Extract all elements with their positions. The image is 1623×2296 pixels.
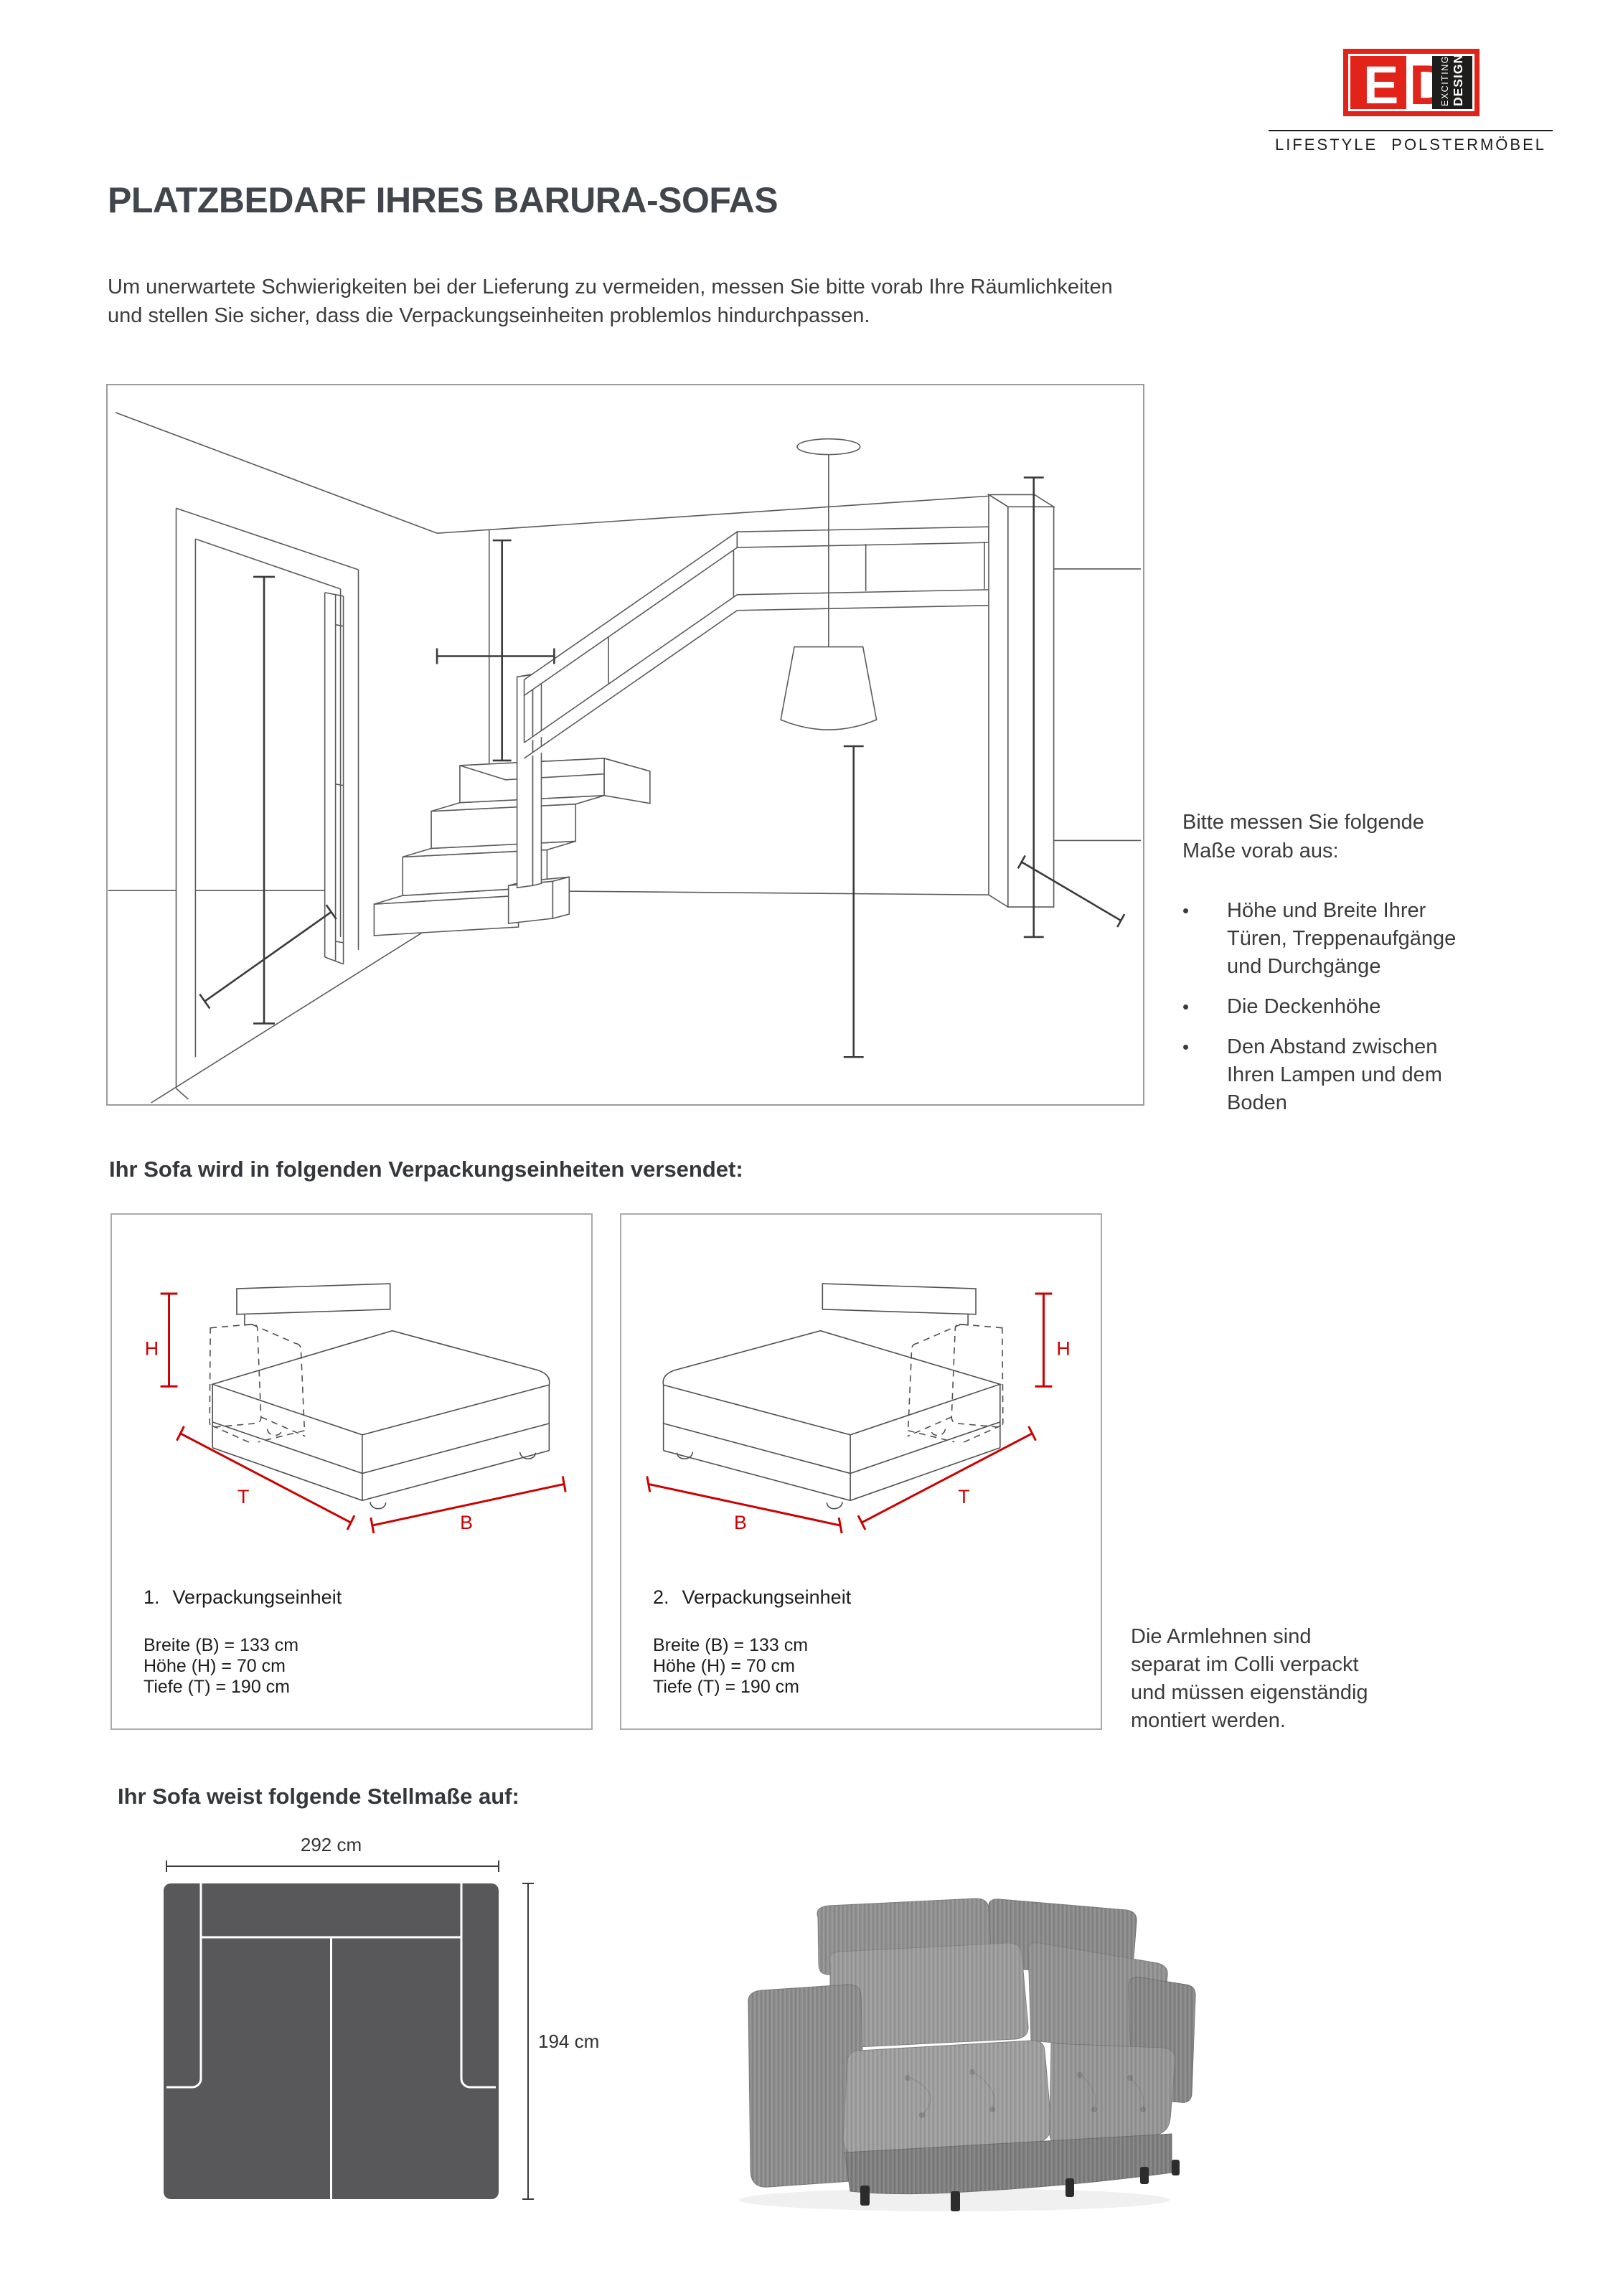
intro-line-2: und stellen Sie sicher, dass die Verpack…	[108, 304, 870, 327]
sofa-feet	[860, 2160, 1180, 2211]
measurement-arrows	[199, 476, 1126, 1058]
footprint-width-label: 292 cm	[300, 1834, 362, 1855]
sofa-element-line-art	[210, 1283, 550, 1510]
logo-sub-exciting: EXCITING	[1440, 55, 1450, 106]
footprint-seams	[166, 1883, 496, 2199]
dim-letter-h: H	[145, 1337, 159, 1359]
dim-letter-b: B	[734, 1512, 747, 1533]
width-measure-line	[166, 1860, 499, 1872]
logo-letter-e: E	[1363, 55, 1398, 115]
unit-dimensions: Breite (B) = 133 cm Höhe (H) = 70 cm Tie…	[144, 1635, 299, 1697]
pendant-lamp	[780, 438, 878, 730]
packaging-unit-2-box: H T B 2. Verpackungseinheit Breite (B) =…	[620, 1213, 1102, 1730]
logo-divider	[1269, 130, 1553, 131]
depth-measure-line	[522, 1883, 534, 2200]
dim-letter-b: B	[460, 1512, 473, 1533]
unit-dimensions: Breite (B) = 133 cm Höhe (H) = 70 cm Tie…	[653, 1635, 809, 1697]
measure-note-bullets: • Höhe und Breite Ihrer Türen, Treppenau…	[1182, 897, 1469, 1129]
bullet-icon: •	[1182, 1036, 1190, 1058]
staircase	[373, 757, 651, 936]
stair-railing	[516, 526, 989, 889]
sofa-product-image	[739, 1898, 1196, 2211]
logo-tagline: LIFESTYLE POLSTERMÖBEL	[1275, 136, 1546, 154]
packaging-unit-1-drawing: H T B	[145, 1283, 567, 1534]
footprint-heading: Ihr Sofa weist folgende Stellmaße auf:	[118, 1784, 519, 1809]
dimension-arrows-red	[160, 1292, 567, 1534]
right-wall-panel	[987, 493, 1142, 908]
page-title: PLATZBEDARF IHRES BARURA-SOFAS	[108, 180, 778, 220]
sofa-element-line-art	[662, 1283, 1002, 1510]
armrest-dashed	[209, 1323, 306, 1445]
unit-label: 1. Verpackungseinheit	[144, 1586, 342, 1608]
bullet-icon: •	[1182, 900, 1190, 921]
dim-letter-t: T	[237, 1486, 249, 1507]
packaging-unit-1-box: H T B 1. Verpackungseinheit Breite (B) =…	[110, 1213, 593, 1730]
room-measurement-figure	[106, 384, 1144, 1106]
bullet-item: • Die Deckenhöhe	[1182, 993, 1469, 1021]
unit-label: 2. Verpackungseinheit	[653, 1586, 852, 1608]
bullet-item: • Höhe und Breite Ihrer Türen, Treppenau…	[1182, 897, 1469, 981]
bullet-icon: •	[1182, 996, 1190, 1017]
dim-letter-t: T	[958, 1486, 969, 1507]
corduroy-texture	[748, 1899, 1196, 2194]
footprint-plan: 194 cm	[164, 1860, 599, 2200]
intro-paragraph: Um unerwartete Schwierigkeiten bei der L…	[108, 273, 1113, 330]
ed-logo: E D EXCITING DESIGN	[1343, 49, 1479, 116]
room-walls	[108, 412, 989, 1104]
footprint-depth-label: 194 cm	[538, 2031, 599, 2052]
dim-letter-h: H	[1056, 1337, 1070, 1359]
armrest-dashed	[907, 1323, 1004, 1445]
door-open	[175, 507, 359, 1100]
packaging-heading: Ihr Sofa wird in folgenden Verpackungsei…	[109, 1157, 743, 1182]
bullet-item: • Den Abstand zwischen Ihren Lampen und …	[1182, 1033, 1469, 1117]
logo-sub-design: DESIGN	[1451, 54, 1465, 106]
packaging-unit-2-drawing: H T B	[646, 1283, 1071, 1534]
intro-line-1: Um unerwartete Schwierigkeiten bei der L…	[108, 276, 1113, 298]
armrest-note: Die Armlehnen sind separat im Colli verp…	[1131, 1625, 1368, 1732]
sofa-top-view	[164, 1883, 499, 2199]
room-drawing	[108, 412, 1142, 1104]
measure-note-text: Bitte messen Sie folgende Maße vorab aus…	[1182, 811, 1424, 862]
dimension-arrows-red	[646, 1292, 1053, 1534]
